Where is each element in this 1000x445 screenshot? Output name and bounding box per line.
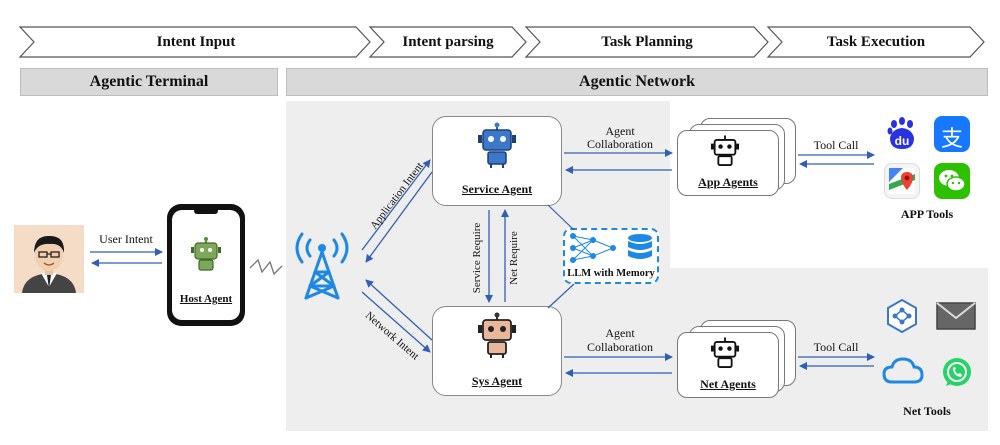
application-intent-arrow-up <box>361 159 431 251</box>
stage-task-execution: Task Execution <box>826 34 926 50</box>
hexagon-network-icon <box>887 298 917 334</box>
collab-top-label-1: Agent <box>605 124 635 138</box>
wireless-link-icon <box>249 258 283 276</box>
stage-intent-input: Intent Input <box>156 34 236 50</box>
collab-bottom-label-1: Agent <box>605 326 635 340</box>
app-agents-label: App Agents <box>698 175 758 189</box>
alipay-text: 支 <box>940 127 963 152</box>
network-intent-arrow-down <box>361 291 431 353</box>
host-agent-label: Host Agent <box>179 293 233 305</box>
stage-task-planning: Task Planning <box>601 34 693 50</box>
mail-icon <box>936 302 976 330</box>
network-panel <box>286 268 988 431</box>
stage-chevron-intent-parsing <box>368 26 527 58</box>
baidu-paw-icon <box>887 117 914 149</box>
section-agentic-terminal: Agentic Terminal <box>20 68 278 96</box>
tool-call-top-label: Tool Call <box>813 138 859 152</box>
llm-to-sys-line <box>547 283 575 309</box>
llm-to-service-line <box>547 204 575 231</box>
baidu-app-icon: du <box>884 116 920 152</box>
database-icon <box>628 234 652 259</box>
maps-app-icon <box>884 163 920 199</box>
baidu-text: du <box>894 134 910 148</box>
service-require-label: Service Require <box>471 222 483 294</box>
stage-chevron-task-execution <box>766 26 985 58</box>
whatsapp-icon <box>943 358 971 386</box>
section-agentic-network: Agentic Network <box>286 68 988 96</box>
robot-icon <box>478 122 516 168</box>
sys-agent-label: Sys Agent <box>471 374 523 388</box>
robot-icon <box>710 337 740 368</box>
map-pin-icon <box>889 168 915 194</box>
service-agent-label: Service Agent <box>461 182 533 196</box>
cell-tower-icon <box>295 232 349 300</box>
stage-chevron-task-planning <box>524 26 769 58</box>
network-intent-arrow-up <box>365 279 433 341</box>
chat-bubbles-icon <box>939 170 966 192</box>
cloud-icon <box>882 357 924 384</box>
net-require-label: Net Require <box>508 231 520 285</box>
robot-icon <box>710 135 740 166</box>
phone-notch <box>194 208 218 214</box>
stage-chevron-intent-input <box>18 26 371 58</box>
collab-bottom-label-2: Collaboration <box>587 340 653 354</box>
neural-network-icon <box>570 233 616 263</box>
net-tools-label: Net Tools <box>903 404 951 418</box>
alipay-app-icon: 支 <box>934 116 970 152</box>
application-intent-arrow-down <box>365 171 433 263</box>
robot-icon <box>191 237 221 271</box>
llm-memory-label: LLM with Memory <box>567 268 655 279</box>
wechat-app-icon <box>934 163 970 199</box>
collab-top-label-2: Collaboration <box>587 137 653 151</box>
user-intent-label: User Intent <box>99 232 153 246</box>
tool-call-bottom-label: Tool Call <box>813 340 859 354</box>
stage-intent-parsing: Intent parsing <box>402 34 494 50</box>
net-agents-label: Net Agents <box>700 377 756 391</box>
robot-icon <box>478 312 516 358</box>
user-avatar <box>14 225 84 293</box>
app-tools-label: APP Tools <box>900 207 954 221</box>
person-icon <box>22 235 76 293</box>
